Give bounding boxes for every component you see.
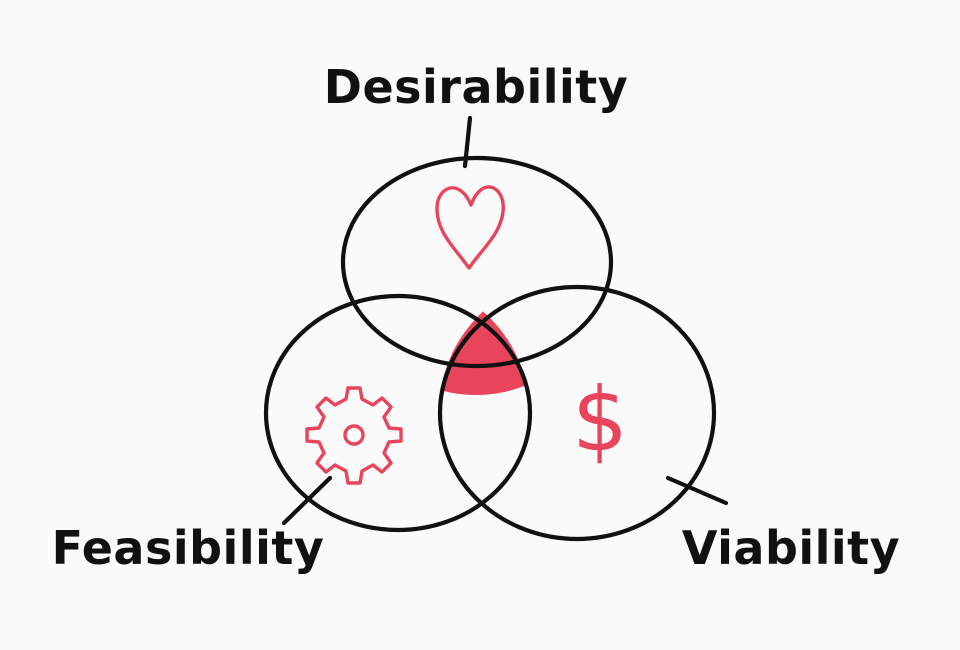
viability-leader-line bbox=[665, 475, 729, 506]
desirability-circle bbox=[340, 155, 614, 369]
label-viability: Viability bbox=[682, 521, 900, 575]
feasibility-circle bbox=[263, 293, 533, 533]
gear-icon bbox=[305, 386, 403, 485]
center-intersection bbox=[439, 279, 529, 395]
dollar-icon: $ bbox=[572, 368, 628, 471]
label-feasibility: Feasibility bbox=[52, 521, 325, 575]
viability-circle bbox=[437, 284, 717, 542]
heart-icon bbox=[435, 185, 505, 270]
desirability-leader-line bbox=[462, 115, 473, 169]
label-desirability: Desirability bbox=[324, 60, 628, 114]
feasibility-leader-line bbox=[281, 475, 333, 526]
